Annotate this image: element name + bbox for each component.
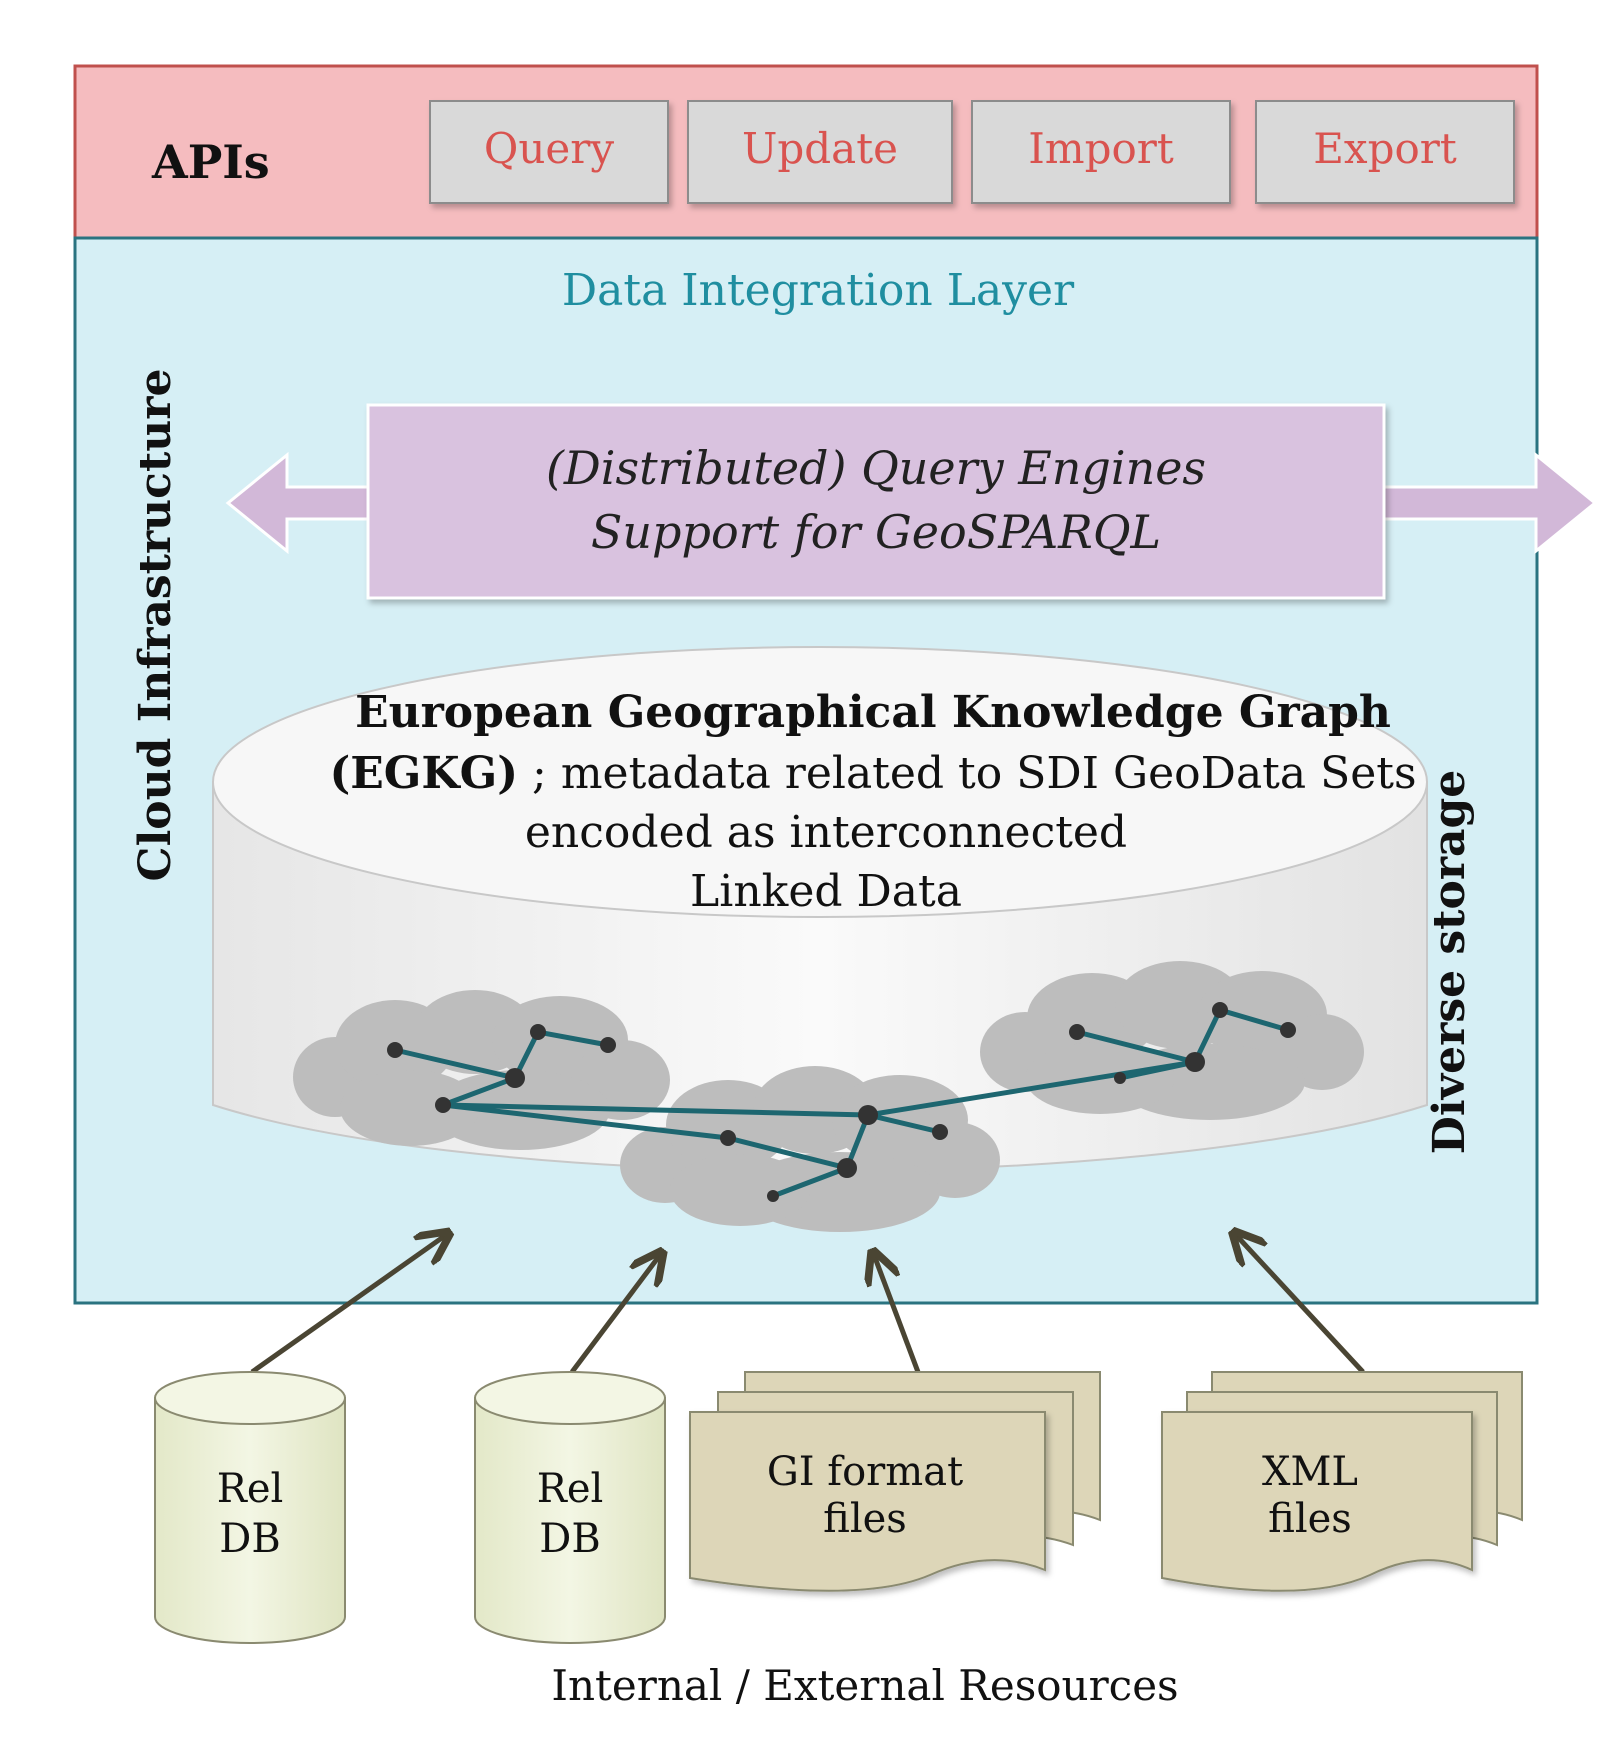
cloud-infrastructure-label: Cloud Infrastructure <box>130 369 181 882</box>
graph-node <box>837 1158 857 1178</box>
graph-node <box>720 1130 736 1146</box>
knowledge-graph-line2: (EGKG) ; metadata related to SDI GeoData… <box>329 748 1416 799</box>
knowledge-graph-line4: Linked Data <box>690 866 962 917</box>
arrow-xmlfiles-to-graph <box>1236 1235 1365 1374</box>
graph-node <box>1212 1002 1228 1018</box>
query-engines-line1: (Distributed) Query Engines <box>546 441 1206 495</box>
rel-db-1: Rel DB <box>154 1371 346 1644</box>
api-query-button[interactable]: Query <box>429 100 669 204</box>
knowledge-graph-title: European Geographical Knowledge Graph <box>355 687 1391 738</box>
knowledge-graph-description: ; metadata related to SDI GeoData Sets <box>518 748 1417 799</box>
xml-files-line2: files <box>1268 1496 1352 1542</box>
graph-node <box>530 1024 546 1040</box>
resources-caption: Internal / External Resources <box>551 1661 1178 1710</box>
input-arrows <box>250 1235 1365 1375</box>
graph-node <box>1185 1052 1205 1072</box>
query-engines-line2: Support for GeoSPARQL <box>591 505 1161 559</box>
gi-format-files: GI format files <box>689 1371 1101 1592</box>
integration-layer-title: Data Integration Layer <box>562 265 1075 316</box>
graph-clouds <box>293 961 1364 1232</box>
rel-db-2-line1: Rel <box>537 1466 604 1512</box>
rel-db-2: Rel DB <box>474 1371 666 1644</box>
graph-node <box>505 1068 525 1088</box>
knowledge-graph-line3: encoded as interconnected <box>525 807 1127 858</box>
graph-nodes <box>387 1002 1296 1202</box>
api-query-label: Query <box>484 124 614 173</box>
arrow-gifiles-to-graph <box>874 1255 921 1373</box>
graph-node <box>387 1042 403 1058</box>
diverse-storage-label: Diverse storage <box>1424 770 1475 1155</box>
arrow-reldb2-to-graph <box>570 1255 660 1374</box>
arrow-reldb1-to-graph <box>250 1235 446 1375</box>
api-update-label: Update <box>742 124 898 173</box>
rel-db-1-line2: DB <box>219 1516 280 1562</box>
graph-node <box>1280 1022 1296 1038</box>
api-export-label: Export <box>1313 124 1457 173</box>
api-import-label: Import <box>1028 124 1174 173</box>
gi-files-line2: files <box>823 1496 907 1542</box>
query-engines-box <box>366 403 1386 600</box>
rel-db-2-line2: DB <box>539 1516 600 1562</box>
graph-node <box>435 1097 451 1113</box>
xml-files: XML files <box>1161 1371 1523 1592</box>
egkg-abbreviation: (EGKG) <box>329 748 518 799</box>
apis-title: APIs <box>151 135 270 189</box>
api-export-button[interactable]: Export <box>1255 100 1515 204</box>
xml-files-line1: XML <box>1262 1449 1358 1495</box>
graph-node <box>932 1124 948 1140</box>
cloud-middle <box>620 1066 1000 1232</box>
graph-node <box>858 1105 878 1125</box>
graph-node <box>767 1190 779 1202</box>
graph-node <box>600 1037 616 1053</box>
api-update-button[interactable]: Update <box>687 100 953 204</box>
rel-db-1-line1: Rel <box>217 1466 284 1512</box>
api-import-button[interactable]: Import <box>971 100 1231 204</box>
graph-node <box>1114 1072 1126 1084</box>
gi-files-line1: GI format <box>767 1449 963 1495</box>
graph-node <box>1069 1024 1085 1040</box>
